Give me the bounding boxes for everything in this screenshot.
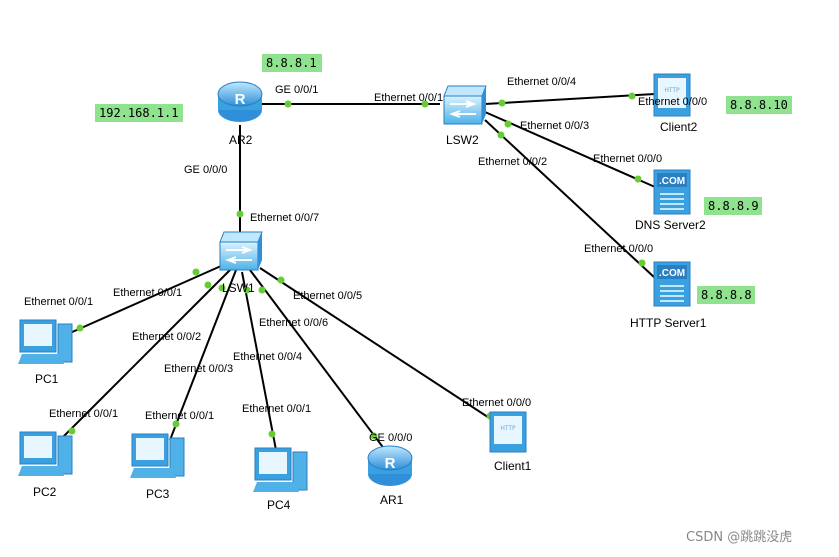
port-label: GE 0/0/0 (369, 432, 412, 444)
server-icon-text: .COM (659, 176, 685, 187)
router-ar2[interactable]: R (217, 81, 263, 122)
pc2-icon[interactable] (18, 431, 73, 476)
ip-box-ar2-public: 8.8.8.1 (262, 54, 322, 72)
switch-lsw1[interactable] (219, 231, 263, 271)
link-lsw2-http (484, 119, 656, 279)
client-icon-text: HTTP (500, 425, 516, 432)
ip-box-ar2-private: 192.168.1.1 (95, 104, 183, 122)
ip-box-client2: 8.8.8.10 (726, 96, 792, 114)
label-pc3: PC3 (146, 487, 170, 501)
port-label: Ethernet 0/0/1 (374, 92, 443, 104)
port-dot (236, 210, 244, 218)
pc4-icon[interactable] (253, 447, 308, 492)
watermark: CSDN @跳跳没虎 (686, 530, 792, 545)
links (59, 93, 656, 451)
label-pc2: PC2 (33, 485, 57, 499)
port-label: Ethernet 0/0/3 (520, 120, 589, 132)
port-labels: GE 0/0/1 Ethernet 0/0/1 Ethernet 0/0/4 E… (24, 76, 707, 444)
port-label: Ethernet 0/0/0 (462, 397, 531, 409)
link-lsw2-client2 (484, 93, 656, 105)
link-lsw1-pc3 (169, 269, 237, 441)
ip-box-http: 8.8.8.8 (697, 286, 755, 304)
port-label: Ethernet 0/0/1 (242, 403, 311, 415)
router-icon: R (385, 455, 396, 472)
router-icon: R (235, 91, 246, 108)
port-dot (634, 175, 642, 183)
client-icon-text: HTTP (664, 87, 680, 94)
port-label: Ethernet 0/0/1 (24, 296, 93, 308)
link-lsw2-dns (484, 111, 656, 188)
link-lsw1-client1 (259, 267, 501, 426)
link-lsw1-ar1 (249, 269, 386, 451)
port-label: Ethernet 0/0/4 (233, 351, 302, 363)
port-dot (204, 281, 212, 289)
port-dot (258, 286, 266, 294)
ip-box-dns: 8.8.8.9 (704, 197, 762, 215)
port-dot (421, 100, 429, 108)
port-label: Ethernet 0/0/0 (638, 96, 707, 108)
port-dots (68, 92, 646, 440)
port-label: Ethernet 0/0/2 (132, 331, 201, 343)
pc3-icon[interactable] (130, 433, 185, 478)
label-client2: Client2 (660, 120, 698, 134)
port-dot (628, 92, 636, 100)
port-label: GE 0/0/1 (275, 84, 318, 96)
http-server-icon[interactable]: .COM (653, 261, 691, 307)
label-ar2: AR2 (229, 133, 253, 147)
port-dot (498, 99, 506, 107)
switch-lsw2[interactable] (443, 85, 487, 125)
dns-server-icon[interactable]: .COM (653, 169, 691, 215)
port-label: Ethernet 0/0/4 (507, 76, 576, 88)
port-dot (370, 432, 378, 440)
ip-text: 8.8.8.10 (730, 98, 788, 112)
link-lsw1-pc1 (69, 261, 231, 334)
client1-icon[interactable]: HTTP (489, 411, 527, 453)
server-icon-text: .COM (659, 268, 685, 279)
link-lsw1-pc2 (59, 267, 233, 441)
port-label: Ethernet 0/0/1 (113, 287, 182, 299)
port-label: Ethernet 0/0/6 (259, 317, 328, 329)
port-dot (638, 259, 646, 267)
port-label: Ethernet 0/0/0 (584, 243, 653, 255)
port-dot (172, 420, 180, 428)
client2-icon[interactable]: HTTP (653, 73, 691, 117)
router-ar1[interactable]: R (367, 445, 413, 486)
label-ar1: AR1 (380, 493, 404, 507)
port-label: Ethernet 0/0/7 (250, 212, 319, 224)
pc1-icon[interactable] (18, 319, 73, 364)
label-pc4: PC4 (267, 498, 291, 512)
port-dot (284, 100, 292, 108)
port-label: Ethernet 0/0/5 (293, 290, 362, 302)
label-client1: Client1 (494, 459, 532, 473)
port-dot (268, 430, 276, 438)
label-lsw1: LSW1 (222, 281, 255, 295)
port-dot (218, 284, 226, 292)
port-dot (192, 268, 200, 276)
ip-text: 8.8.8.8 (701, 288, 752, 302)
port-label: Ethernet 0/0/3 (164, 363, 233, 375)
port-label: Ethernet 0/0/0 (593, 153, 662, 165)
port-label: GE 0/0/0 (184, 164, 227, 176)
port-label: Ethernet 0/0/1 (145, 410, 214, 422)
link-lsw1-pc4 (241, 271, 277, 451)
ip-text: 8.8.8.1 (266, 56, 317, 70)
port-dot (277, 276, 285, 284)
port-dot (68, 427, 76, 435)
label-http: HTTP Server1 (630, 316, 707, 330)
ip-text: 192.168.1.1 (99, 106, 178, 120)
port-dot (504, 120, 512, 128)
port-dot (497, 131, 505, 139)
ip-text: 8.8.8.9 (708, 199, 759, 213)
port-dot (76, 324, 84, 332)
label-pc1: PC1 (35, 372, 59, 386)
label-dns: DNS Server2 (635, 218, 706, 232)
port-dot (243, 286, 251, 294)
port-label: Ethernet 0/0/2 (478, 156, 547, 168)
label-lsw2: LSW2 (446, 133, 479, 147)
port-label: Ethernet 0/0/1 (49, 408, 118, 420)
